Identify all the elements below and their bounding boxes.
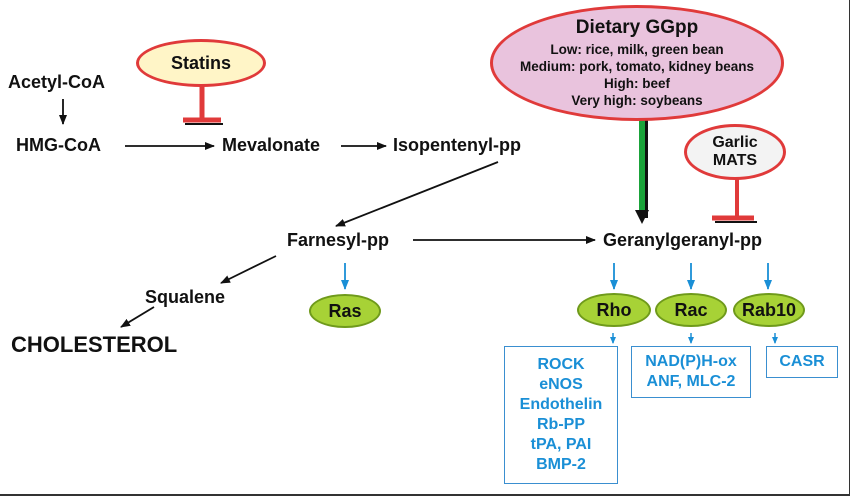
arrow-squalene-to-cholesterol [120, 306, 155, 328]
gtpase-rac: Rac [655, 293, 727, 327]
dietary-arrowhead [635, 210, 649, 224]
rho-target: tPA, PAI [530, 436, 592, 453]
garlic-mats-bubble: Garlic MATS [684, 124, 786, 180]
node-isopentenyl-pp: Isopentenyl-pp [393, 135, 522, 155]
node-geranylgeranyl-pp: Geranylgeranyl-pp [603, 230, 763, 250]
gtpase-rab10: Rab10 [733, 293, 805, 327]
node-farnesyl-pp: Farnesyl-pp [287, 230, 390, 250]
rho-target: eNOS [539, 376, 583, 393]
rac-targets-box: NAD(P)H-ox ANF, MLC-2 [631, 346, 751, 398]
node-acetyl-coa: Acetyl-CoA [8, 72, 106, 92]
node-squalene: Squalene [145, 287, 226, 307]
rho-target: ROCK [537, 356, 585, 373]
rac-target: NAD(P)H-ox [645, 353, 737, 370]
statins-label: Statins [170, 52, 231, 73]
dietary-line-very-high: Very high: soybeans [571, 93, 703, 108]
rho-targets-box: ROCK eNOS Endothelin Rb-PP tPA, PAI BMP-… [504, 346, 618, 484]
dietary-line-high: High: beef [604, 76, 670, 91]
dietary-title: Dietary GGpp [575, 17, 699, 38]
node-mevalonate: Mevalonate [222, 135, 321, 155]
rac-target: ANF, MLC-2 [646, 373, 736, 390]
dietary-ggpp-bubble: Dietary GGpp Low: rice, milk, green bean… [490, 5, 784, 121]
dietary-line-medium: Medium: pork, tomato, kidney beans [519, 59, 755, 74]
rho-target: Rb-PP [537, 416, 585, 433]
arrow-farnesyl-to-squalene [220, 255, 277, 284]
rho-target: BMP-2 [536, 456, 586, 473]
rho-target: Endothelin [519, 396, 603, 413]
node-cholesterol: CHOLESTEROL [11, 332, 178, 357]
dietary-line-low: Low: rice, milk, green bean [550, 42, 724, 57]
garlic-label: Garlic [712, 133, 758, 151]
gtpase-ras: Ras [309, 294, 381, 328]
arrow-isopentenyl-to-farnesyl [335, 161, 499, 227]
mats-label: MATS [712, 152, 758, 169]
gtpase-rho: Rho [577, 293, 651, 327]
rab10-targets-box: CASR [766, 346, 838, 378]
node-hmg-coa: HMG-CoA [16, 135, 101, 155]
statins-bubble: Statins [136, 39, 266, 87]
rab10-target: CASR [779, 353, 825, 370]
